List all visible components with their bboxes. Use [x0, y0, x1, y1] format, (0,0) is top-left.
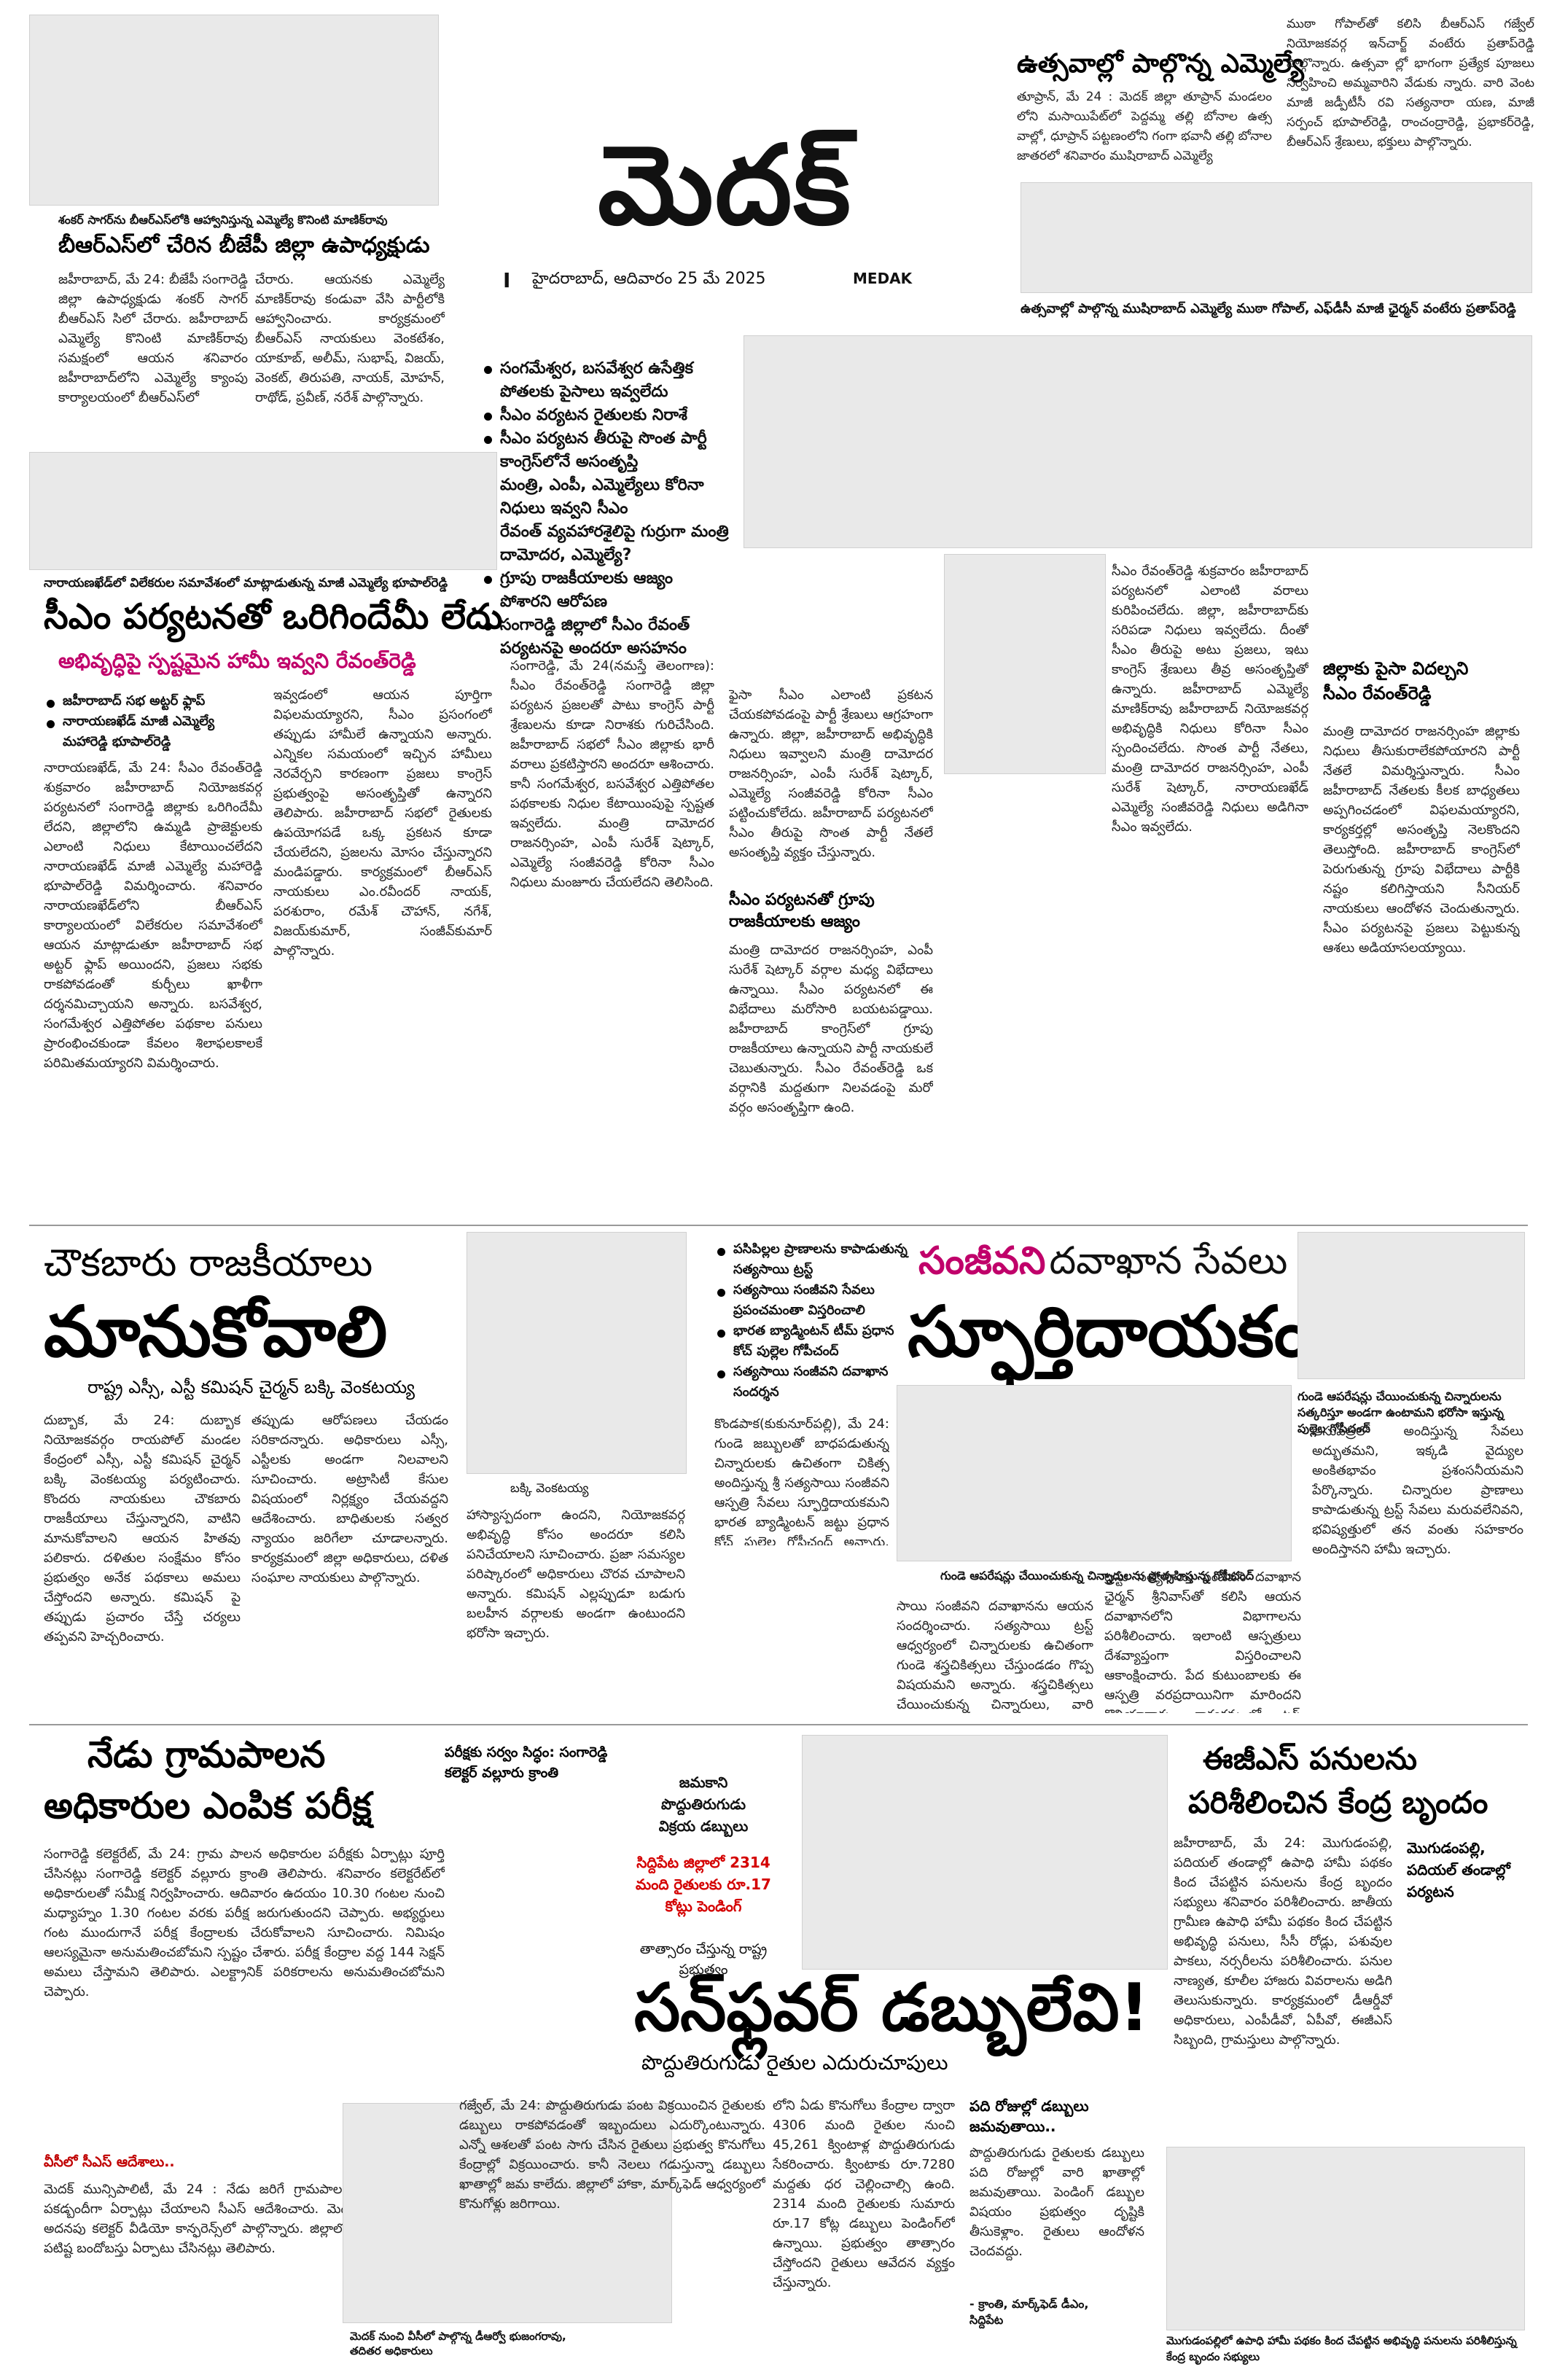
masthead-english: MEDAK: [853, 270, 913, 287]
sanjeevani-headline-top: సంజీవని దవాఖాన సేవలు: [918, 1239, 1287, 1292]
cm-headline: సీఎం పర్యటనతో ఒరిగిందేమీ లేదు: [44, 596, 503, 637]
sunflower-delay: తాత్సారం చేస్తున్న రాష్ట్ర ప్రభుత్వం: [639, 1941, 768, 1978]
brs-photo: [29, 15, 439, 206]
cm-inset-photo: [944, 554, 1106, 774]
masthead-page-code: I: [503, 268, 511, 292]
summary-point: గ్రూపు రాజకీయాలకు ఆజ్యం పోశారని ఆరోపణ: [481, 567, 729, 614]
egs-body: జహీరాబాద్, మే 24: మొగుడంపల్లి, పదియల్ తం…: [1174, 1835, 1392, 2048]
cm-box-groups: సీఎం పర్యటనతో గ్రూపు రాజకీయాలకు ఆజ్యం: [729, 891, 875, 931]
sunflower-box-line: పొద్దుతిరుగుడు: [660, 1795, 746, 1813]
brs-kicker: శంకర్ సాగర్‌ను బీఆర్ఎస్‌లోకి ఆహ్వానిస్తు…: [58, 213, 388, 227]
cm-body-7: మంత్రి దామోదర రాజనర్సింహ జిల్లాకు నిధులు…: [1323, 724, 1520, 956]
sunflower-headline: సన్‌ఫ్లవర్ డబ్బులేవి!: [634, 1970, 1150, 2046]
sanjeevani-photo-main: [897, 1385, 1292, 1561]
cm-body-4: ఫైసా సీఎం ఎలాంటి ప్రకటన చేయకపోవడంపై పార్…: [729, 687, 933, 860]
sunflower-body-2: లోని ఏడు కొనుగోలు కేంద్రాల ద్వారా 4306 మ…: [773, 2098, 955, 2290]
cm-body-6: సీఎం రేవంత్‌రెడ్డి శుక్రవారం జహీరాబాద్ ప…: [1112, 563, 1308, 835]
cm-bullets: జహీరాబాద్ సభ అట్టర్ ఫ్లాప్ నారాయణఖేడ్ మా…: [44, 691, 262, 752]
exam-body-1: సంగారెడ్డి కలెక్టరేట్, మే 24: గ్రామ పాలన…: [44, 1846, 445, 1999]
sanjeevani-body-3: ట్రస్టు సత్యసాయి సంజీవని దవాఖాన ఛైర్మన్ …: [1104, 1569, 1301, 1713]
sanjeevani-caption-2: గుండె ఆపరేషన్లు చేయించుకున్న చిన్నారులను…: [940, 1569, 1254, 1583]
sanjeevani-word: సంజీవని: [918, 1239, 1046, 1283]
exam-headline-2: అధికారుల ఎంపిక పరీక్ష: [44, 1784, 372, 1827]
egs-headline-1: ఈజీఎస్ పనులను: [1203, 1741, 1418, 1776]
sanjeevani-bullet: సత్యసాయి సంజీవని దవాఖాన సందర్శన: [714, 1362, 911, 1402]
rights-body-2: తప్పుడు ఆరోపణలు చేయడం సరికాదన్నారు. అధిక…: [251, 1413, 448, 1585]
summary-point: రేవంత్ వ్యవహారశైలిపై గుర్రుగా మంత్రి దామ…: [481, 520, 729, 567]
cm-body-1: నారాయణఖేడ్, మే 24: సీఎం రేవంత్‌రెడ్డి శు…: [44, 760, 262, 1071]
sanjeevani-body-2: సాయి సంజీవని దవాఖానను ఆయన సందర్శించారు. …: [897, 1599, 1093, 1712]
exam-photo-caption: మెదక్ నుంచి వీసీలో పాల్గొన్న డీఆర్వో భుజ…: [350, 2330, 566, 2357]
masthead: మెదక్: [598, 131, 904, 248]
cm-body-3: సంగారెడ్డి, మే 24(నమస్తే తెలంగాణ): సీఎం …: [510, 658, 714, 890]
summary-point: మంత్రి, ఎంపీ, ఎమ్మెల్యేలు కోరినా నిధులు …: [481, 474, 729, 520]
summary-point: సీఎం పర్యటన తీరుపై సొంత పార్టీ కాంగ్రెస్…: [481, 427, 729, 474]
exam-vc-photo: [343, 2103, 672, 2323]
rights-headline-1: చౌకబారు రాజకీయాలు: [44, 1241, 373, 1285]
rights-body-3: హాస్యాస్పదంగా ఉందని, నియోజకవర్గ అభివృద్ధ…: [467, 1507, 685, 1641]
masthead-title: మెదక్: [598, 122, 852, 249]
summary-point: సంగారెడ్డి జిల్లాలో సీఎం రేవంత్ పర్యటనపై…: [481, 614, 729, 660]
sunflower-sign: - క్రాంతి, మార్క్‌ఫెడ్ డీఎం, సిద్దిపేట: [969, 2297, 1089, 2327]
rights-subhead: రాష్ట్ర ఎస్సీ, ఎస్టీ కమిషన్ చైర్మన్ బక్క…: [87, 1377, 415, 1397]
egs-photo: [1166, 2147, 1525, 2330]
sanjeevani-bullets: పసిపిల్లల ప్రాణాలను కాపాడుతున్న సత్యసాయి…: [714, 1239, 911, 1402]
egs-side-box: మొగుడంపల్లి, పదియల్ తండాల్లో పర్యటన: [1407, 1839, 1510, 1900]
egs-caption: మొగుడంపల్లిలో ఉపాధి హామీ పథకం కింద చేపట్…: [1166, 2334, 1517, 2363]
sunflower-info-box: జమకాని పొద్దుతిరుగుడు విక్రయ డబ్బులు సిద…: [620, 1771, 787, 1980]
brs-headline: బీఆర్ఎస్‌లో చేరిన బీజేపీ జిల్లా ఉపాధ్యక్…: [58, 233, 430, 258]
venkataiah-photo: [467, 1232, 687, 1474]
sunflower-box-2: పది రోజుల్లో డబ్బులు జమవుతాయి..: [969, 2097, 1089, 2135]
sunflower-box-line: విక్రయ డబ్బులు: [658, 1817, 749, 1835]
mla-photo: [1021, 182, 1532, 293]
section-divider: [29, 1225, 1528, 1226]
sanjeevani-caption-1: గుండె ఆపరేషన్లు చేయించుకున్న చిన్నారులను…: [1298, 1389, 1504, 1435]
sanjeevani-photo-right: [1298, 1232, 1525, 1379]
cm-box-funds: జిల్లాకు పైసా విదల్చని సీఎం రేవంత్‌రెడ్డ…: [1323, 658, 1469, 703]
sanjeevani-bullet: భారత బ్యాడ్మింటన్ టీమ్ ప్రధాన కోచ్ పుల్ల…: [714, 1321, 911, 1362]
venkataiah-caption: బక్కి వెంకటయ్య: [510, 1481, 589, 1496]
rights-body-1: దుబ్బాక, మే 24: దుబ్బాక నియోజకవర్గం రాయప…: [44, 1413, 241, 1644]
cm-bullet: జహీరాబాద్ సభ అట్టర్ ఫ్లాప్: [44, 691, 262, 711]
exam-vc-link[interactable]: వీసీలో సీఎస్ ఆదేశాలు..: [44, 2154, 175, 2170]
cm-rally-photo: [744, 335, 1532, 548]
sunflower-subhead: పొద్దుతిరుగుడు రైతుల ఎదురుచూపులు: [641, 2051, 948, 2075]
exam-box: పరీక్షకు సర్వం సిద్ధం: సంగారెడ్డి కలెక్ట…: [445, 1744, 608, 1781]
exam-headline-1: నేడు గ్రామపాలన: [87, 1733, 326, 1776]
bhupal-reddy-photo: [29, 452, 497, 570]
mla-headline: ఉత్సవాల్లో పాల్గొన్న ఎమ్మెల్యే: [1017, 49, 1304, 79]
summary-point: సీఎం వర్యటన రైతులకు నిరాశే: [481, 404, 729, 427]
cm-subhead: అభివృద్ధిపై స్పష్టమైన హామీ ఇవ్వని రేవంత్…: [58, 649, 416, 673]
cm-body-5: మంత్రి దామోదర రాజనర్సింహ, ఎంపీ సురేశ్ షె…: [729, 943, 933, 1115]
sanjeevani-bullet: పసిపిల్లల ప్రాణాలను కాపాడుతున్న సత్యసాయి…: [714, 1239, 911, 1280]
masthead-issue-line: హైదరాబాద్, ఆదివారం 25 మే 2025: [532, 270, 766, 288]
mla-body-2: ముఠా గోపాల్‌తో కలిసి బీఆర్ఎస్ గజ్వేల్ ని…: [1287, 17, 1534, 149]
cm-bullet: నారాయణఖేడ్ మాజీ ఎమ్మెల్యే మహారెడ్డి భూపా…: [44, 711, 262, 752]
cm-summary-points: సంగమేశ్వర, బసవేశ్వర ఉసేత్తిక పోతలకు పైసా…: [481, 357, 729, 660]
sunflower-red-box: సిద్దిపేట జిల్లాలో 2314 మంది రైతులకు రూ.…: [636, 1854, 771, 1915]
egs-headline-2: పరిశీలించిన కేంద్ర బృందం: [1188, 1784, 1488, 1820]
mla-photo-caption: ఉత్సవాల్లో పాల్గొన్న ముషిరాబాద్ ఎమ్మెల్య…: [1021, 301, 1516, 316]
sanjeevani-body-1: కొండపాక(కుకునూర్‌పల్లి), మే 24: గుండె జబ…: [714, 1416, 889, 1545]
sanjeevani-bullet: సత్యసాయి సంజీవని సేవలు ప్రపంచమంతా విస్తర…: [714, 1280, 911, 1321]
brs-body-1: జహీరాబాద్, మే 24: బీజేపీ సంగారెడ్డి జిల్…: [58, 272, 248, 405]
sunflower-body-1: గజ్వేల్, మే 24: పొద్దుతిరుగుడు పంట విక్ర…: [459, 2098, 765, 2212]
sanjeevani-headline-2: స్ఫూర్తిదాయకం: [908, 1291, 1310, 1373]
mla-body-1: తూప్రాన్, మే 24 : మెదక్ జిల్లా తూప్రాన్ …: [1017, 90, 1272, 163]
cm-kicker: నారాయణఖేడ్‌లో విలేకరుల సమావేశంలో మాట్లాడ…: [44, 576, 448, 590]
sanjeevani-rest: దవాఖాన సేవలు: [1049, 1239, 1288, 1283]
sunflower-body-3: పొద్దుతిరుగుడు రైతులకు డబ్బులు పది రోజుల…: [969, 2145, 1144, 2259]
sanjeevani-body-4: ఆసుపత్రిలో అందిస్తున్న సేవలు అద్భుతమని, …: [1312, 1424, 1523, 1557]
section-divider-2: [29, 1724, 1528, 1725]
summary-point: సంగమేశ్వర, బసవేశ్వర ఉసేత్తిక పోతలకు పైసా…: [481, 357, 729, 404]
sunflower-box-line: జమకాని: [679, 1774, 728, 1791]
rights-headline-2: మానుకోవాలి: [44, 1291, 388, 1373]
sunflower-photo: [802, 1735, 1168, 1970]
brs-body-2: చేరారు. ఆయనకు ఎమ్మెల్యే మాణిక్‌రావు కండు…: [255, 272, 445, 405]
cm-body-2: ఇవ్వడంలో ఆయన పూర్తిగా విఫలమయ్యారని, సీఎం…: [273, 687, 492, 959]
